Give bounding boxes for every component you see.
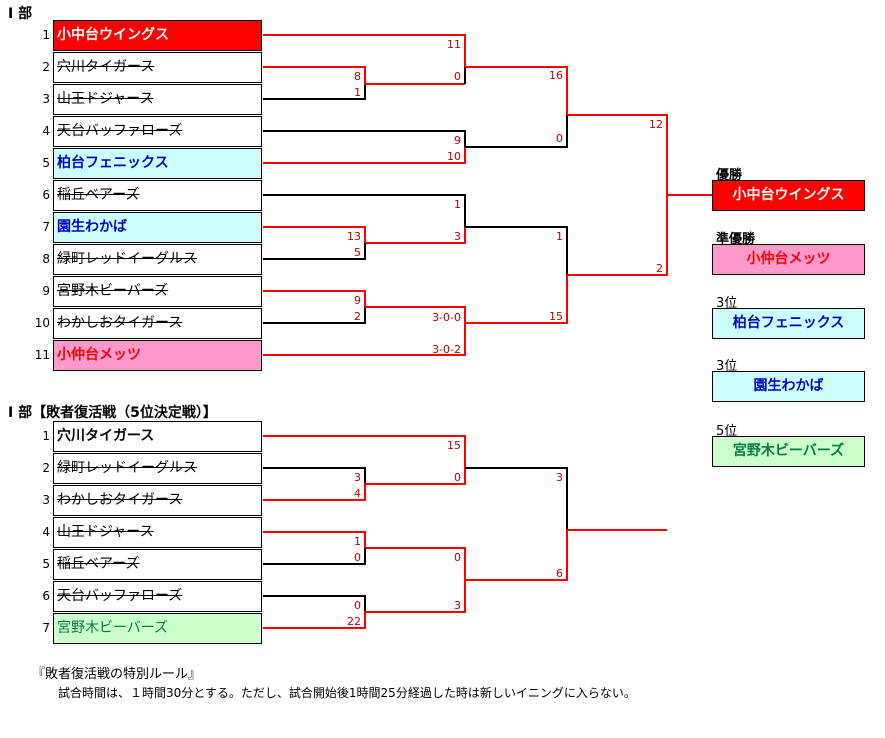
team-cell: 宮野木ビーバーズ (53, 276, 262, 307)
score: 13 (347, 230, 361, 243)
seed-number: 7 (42, 220, 50, 234)
third-box: 園生わかば (712, 371, 865, 402)
score: 0 (354, 599, 361, 612)
seed-number: 11 (34, 348, 50, 362)
seed-number: 1 (42, 28, 50, 42)
seed-number: 6 (42, 589, 50, 603)
score: 3 (556, 471, 563, 484)
third-box: 柏台フェニックス (712, 308, 865, 339)
team-cell: 稲丘ベアーズ (53, 180, 262, 211)
team-cell: 緑町レッドイーグルス (53, 244, 262, 275)
score: 3-0-0 (432, 311, 461, 324)
seed-number: 4 (42, 525, 50, 539)
rules-text: 試合時間は、１時間30分とする。ただし、試合開始後1時間25分経過した時は新しい… (58, 686, 636, 700)
rules-title: 『敗者復活戦の特別ルール』 (32, 667, 202, 682)
team-cell: 山王ドジャース (53, 84, 262, 115)
seed-number: 3 (42, 493, 50, 507)
score: 6 (556, 567, 563, 580)
score: 15 (549, 310, 563, 323)
seed-number: 6 (42, 188, 50, 202)
team-cell: 小仲台メッツ (53, 340, 262, 371)
score: 12 (649, 118, 663, 131)
runner-up-label: 準優勝 (716, 232, 756, 247)
fifth-label: 5位 (716, 424, 738, 439)
seed-number: 5 (42, 156, 50, 170)
score: 9 (354, 294, 361, 307)
score: 3 (454, 230, 461, 243)
seed-number: 5 (42, 557, 50, 571)
score: 4 (354, 487, 361, 500)
score: 3 (454, 599, 461, 612)
score: 16 (549, 69, 563, 82)
score: 2 (354, 310, 361, 323)
runner-up-box: 小仲台メッツ (712, 244, 865, 275)
section2-title: Ⅰ 部【敗者復活戦（5位決定戦）】 (8, 405, 217, 421)
seed-number: 9 (42, 284, 50, 298)
score: 10 (447, 150, 461, 163)
champion-box: 小中台ウイングス (712, 180, 865, 211)
third-label: 3位 (716, 296, 738, 311)
team-cell: 天台バッファローズ (53, 581, 262, 612)
seed-number: 1 (42, 429, 50, 443)
team-cell: 小中台ウイングス (53, 20, 262, 51)
score: 0 (454, 471, 461, 484)
score: 8 (354, 70, 361, 83)
score: 22 (347, 615, 361, 628)
seed-number: 4 (42, 124, 50, 138)
seed-number: 10 (34, 316, 50, 330)
score: 3 (354, 471, 361, 484)
score: 1 (354, 535, 361, 548)
score: 1 (454, 198, 461, 211)
seed-number: 2 (42, 461, 50, 475)
score: 0 (454, 70, 461, 83)
seed-number: 7 (42, 621, 50, 635)
section1-title: Ⅰ 部 (8, 6, 33, 22)
champion-label: 優勝 (716, 168, 743, 183)
score: 1 (556, 230, 563, 243)
score: 3-0-2 (432, 343, 461, 356)
seed-number: 3 (42, 92, 50, 106)
team-cell: わかしおタイガース (53, 485, 262, 516)
team-cell: 緑町レッドイーグルス (53, 453, 262, 484)
score: 1 (354, 86, 361, 99)
team-cell: 園生わかば (53, 212, 262, 243)
score: 0 (556, 132, 563, 145)
score: 2 (656, 262, 663, 275)
fifth-box: 宮野木ビーバーズ (712, 436, 865, 467)
team-cell: わかしおタイガース (53, 308, 262, 339)
third-label: 3位 (716, 359, 738, 374)
team-cell: 宮野木ビーバーズ (53, 613, 262, 644)
seed-number: 8 (42, 252, 50, 266)
team-cell: 穴川タイガース (53, 421, 262, 452)
score: 0 (454, 551, 461, 564)
score: 11 (447, 38, 461, 51)
team-cell: 天台バッファローズ (53, 116, 262, 147)
score: 0 (354, 551, 361, 564)
team-cell: 柏台フェニックス (53, 148, 262, 179)
score: 15 (447, 439, 461, 452)
seed-number: 2 (42, 60, 50, 74)
team-cell: 稲丘ベアーズ (53, 549, 262, 580)
score: 9 (454, 134, 461, 147)
team-cell: 穴川タイガース (53, 52, 262, 83)
team-cell: 山王ドジャース (53, 517, 262, 548)
score: 5 (354, 246, 361, 259)
